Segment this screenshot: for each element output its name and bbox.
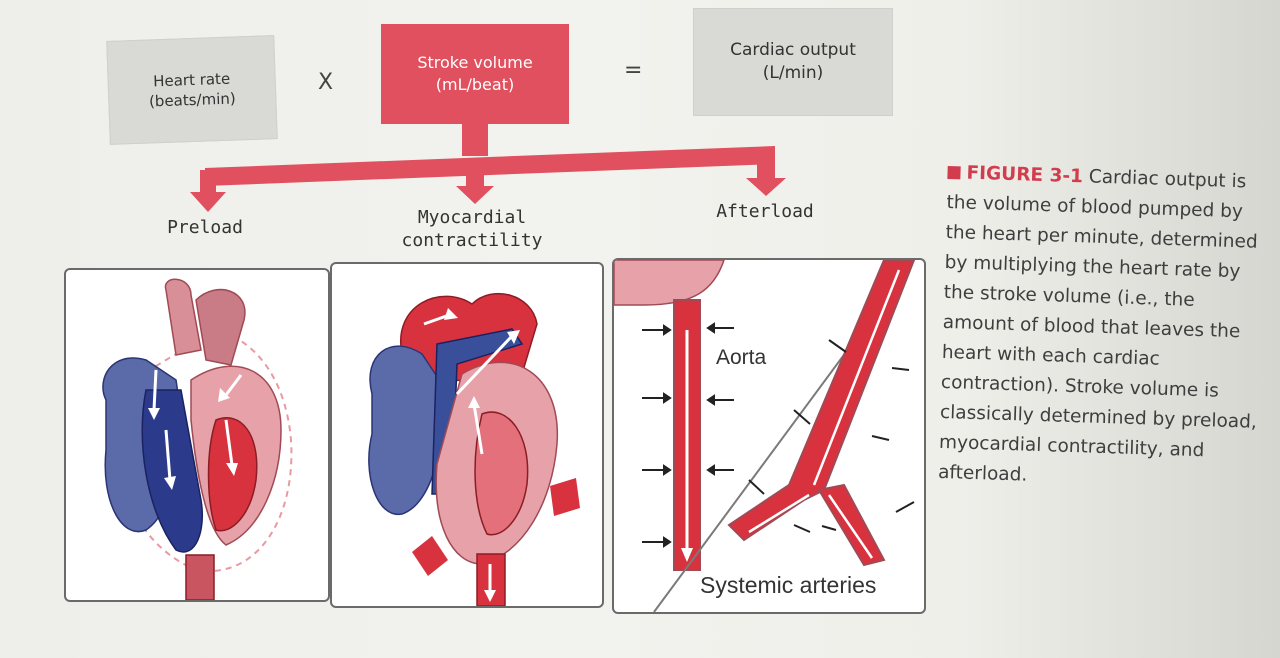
- stroke-volume-unit: (mL/beat): [435, 75, 515, 94]
- afterload-vessels-panel: Aorta Systemic arteries: [612, 258, 926, 614]
- preload-heart-panel: [64, 268, 330, 602]
- stroke-volume-label: Stroke volume: [417, 53, 533, 73]
- figure-marker-icon: [947, 165, 961, 180]
- contractility-heart-panel: [330, 262, 604, 608]
- contractility-label-line1: Myocardial: [417, 207, 527, 228]
- afterload-label: Afterload: [716, 201, 814, 222]
- contractility-label-line2: contractility: [401, 230, 543, 252]
- cardiac-output-box: Cardiac output (L/min): [693, 8, 893, 116]
- cardiac-output-unit: (L/min): [762, 63, 824, 83]
- contractility-heart-illustration: [368, 293, 580, 606]
- multiply-sign: X: [318, 70, 334, 95]
- equals-sign: =: [624, 58, 643, 83]
- systemic-arteries-label: Systemic arteries: [696, 572, 881, 599]
- figure-caption: FIGURE 3-1 Cardiac output is the volume …: [938, 158, 1268, 498]
- figure-number: FIGURE 3-1: [966, 162, 1084, 188]
- preload-heart-illustration: [102, 278, 293, 600]
- cardiac-output-label: Cardiac output: [730, 40, 856, 61]
- stroke-volume-box: Stroke volume (mL/beat): [381, 24, 569, 124]
- contractility-label: Myocardial contractility: [392, 206, 552, 253]
- afterload-vessels-illustration: [614, 260, 916, 612]
- preload-label: Preload: [167, 217, 243, 238]
- caption-text: Cardiac output is the volume of blood pu…: [937, 166, 1258, 486]
- aorta-label: Aorta: [716, 346, 767, 369]
